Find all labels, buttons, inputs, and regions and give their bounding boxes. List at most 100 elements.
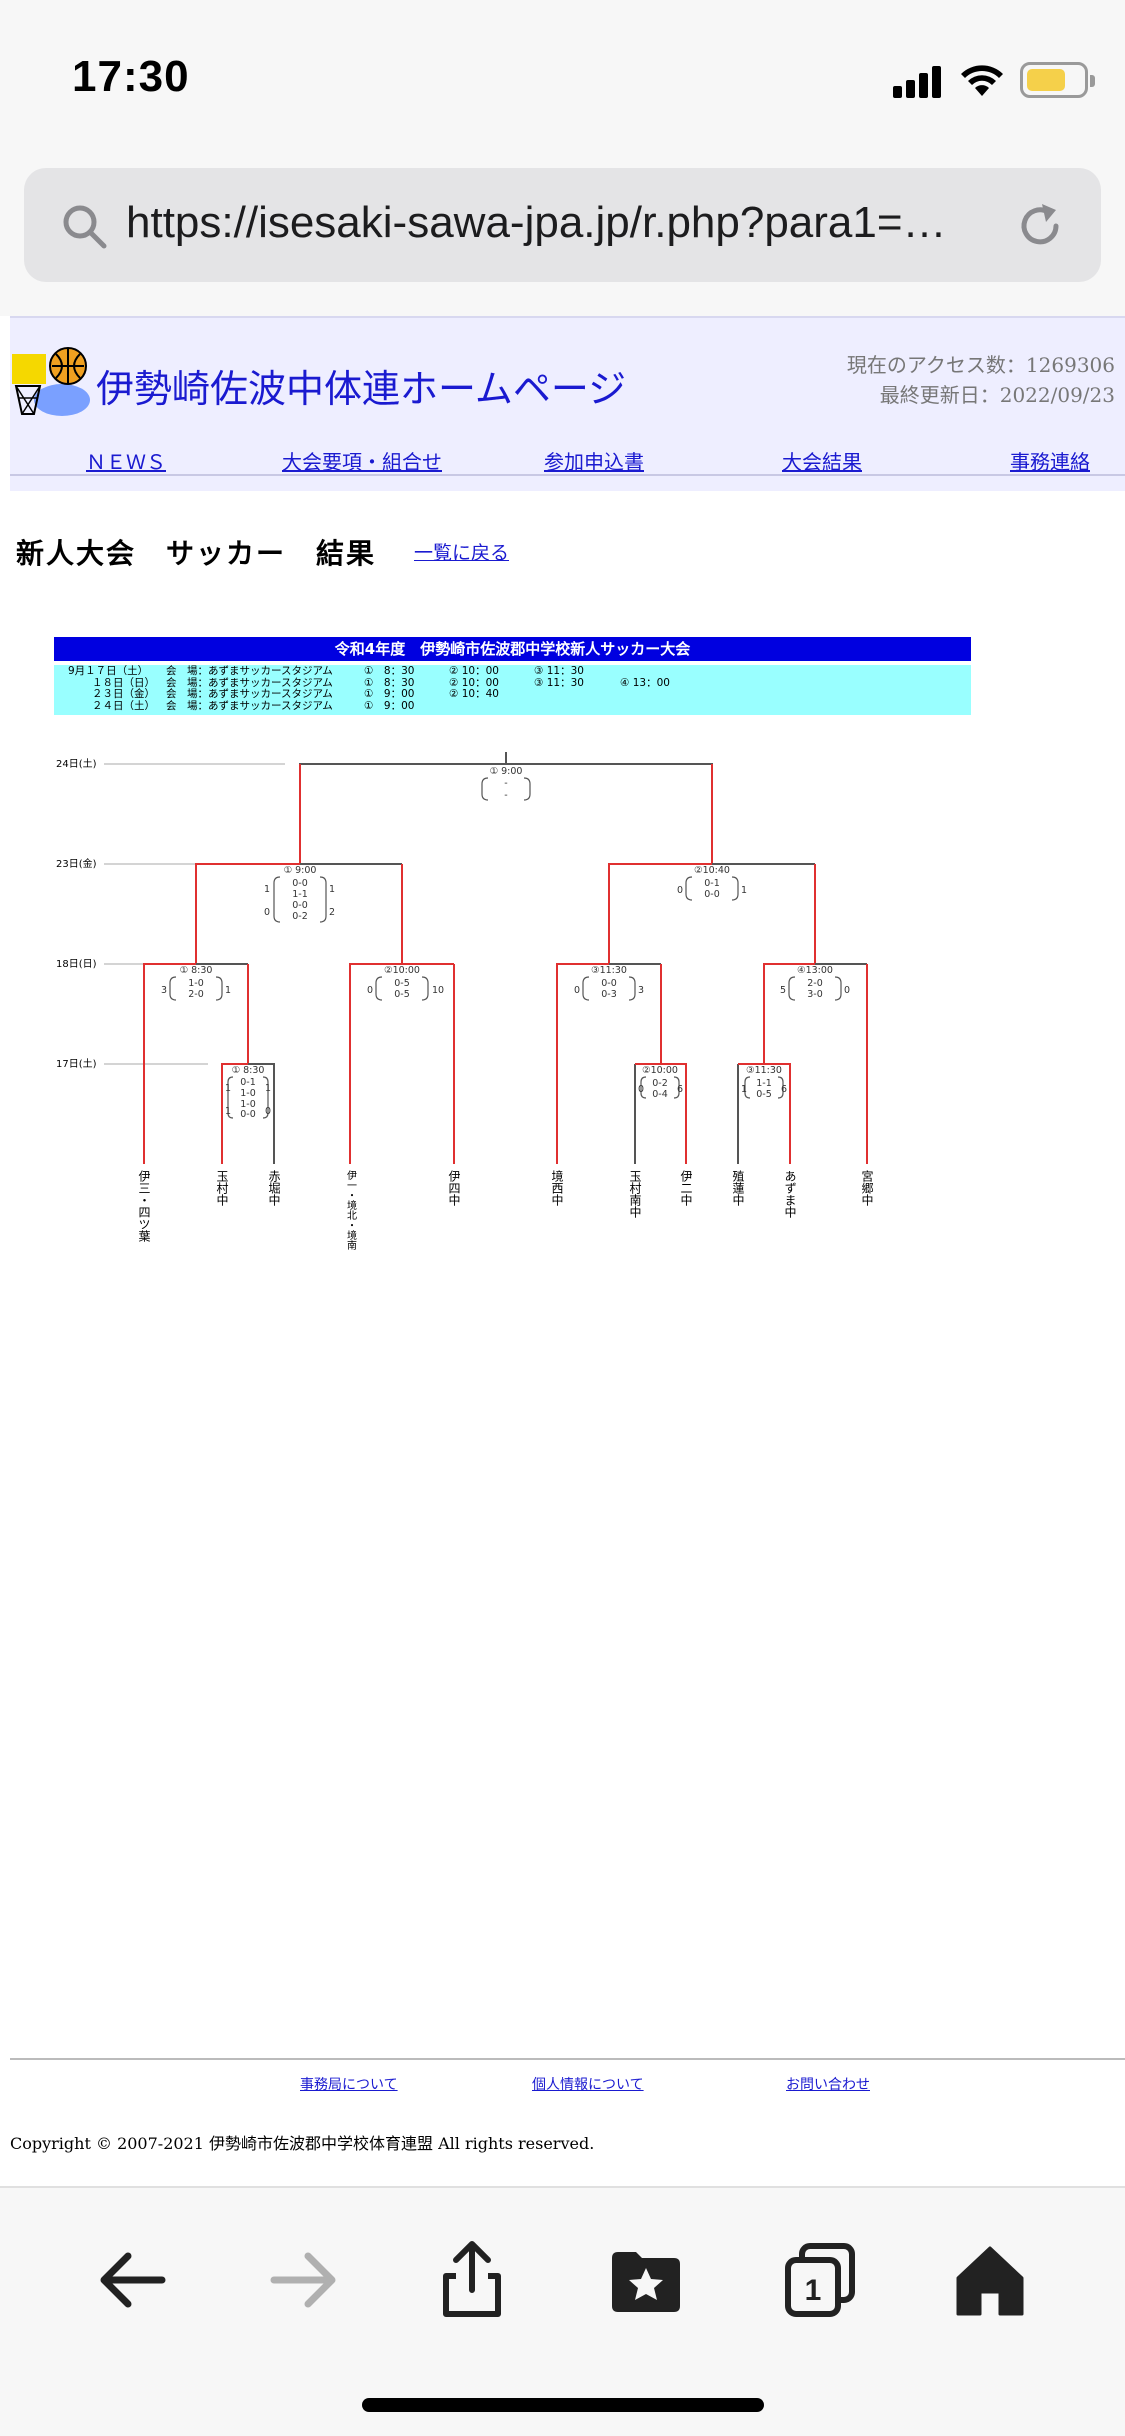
team-name: 伊一・境北・境南 (345, 1170, 357, 1250)
match-time: ②10:00 (642, 1065, 678, 1076)
match-score: 0-0 (704, 889, 720, 900)
footer-divider (10, 2058, 1125, 2060)
back-to-list-link[interactable]: 一覧に戻る (414, 542, 510, 564)
schedule-slot: ① 8：30 (364, 665, 415, 677)
schedule-row: １８日（日） 会 場：あずまサッカースタジアム ① 8：30 ② 10：00 ③… (54, 676, 971, 690)
status-time: 17:30 (72, 52, 190, 101)
match-time: ① 9:00 (490, 766, 523, 777)
match-total: 1 (741, 885, 747, 896)
match-total: 0 (265, 1106, 271, 1117)
team-name: 境西中 (550, 1169, 564, 1206)
match-score: 0-0 (601, 978, 617, 989)
schedule-slot: ③ 11：30 (534, 676, 584, 689)
round-date: 17日(土) (56, 1057, 97, 1070)
copyright: Copyright © 2007-2021 伊勢崎市佐波郡中学校体育連盟 All… (10, 2134, 595, 2153)
nav-notices[interactable]: 事務連絡 (1010, 450, 1090, 474)
match-total: 10 (432, 985, 444, 996)
match-time: ②10:00 (384, 965, 420, 976)
search-icon (63, 205, 107, 249)
match-total: 0 (264, 907, 270, 918)
match-score: 3-0 (807, 989, 823, 1000)
match-total: 1 (225, 985, 231, 996)
bookmarks-icon[interactable] (606, 2240, 686, 2320)
site-logo-icon (12, 347, 90, 416)
match-score: 0-0 (292, 900, 308, 911)
match-r1b: ②10:00 0-2 0-4 0 6 (638, 1065, 683, 1100)
schedule-venue: 会 場：あずまサッカースタジアム (166, 688, 333, 700)
status-bar: 17:30 (0, 0, 1125, 160)
home-indicator (362, 2398, 764, 2412)
match-total: 0 (574, 985, 580, 996)
team-name: あずま中 (783, 1170, 797, 1218)
schedule-row: ２３日（金） 会 場：あずまサッカースタジアム ① 9：00 ② 10：40 (54, 688, 971, 701)
footer-link-privacy[interactable]: 個人情報について (532, 2077, 644, 2093)
team-name: 宮郷中 (860, 1169, 874, 1206)
team-name: 伊三・四ツ葉 (137, 1170, 151, 1242)
url-text[interactable]: https://isesaki-sawa-jpa.jp/r.php?para1=… (126, 198, 947, 247)
site-header: 伊勢崎佐波中体連ホームページ 現在のアクセス数：1269306 最終更新日：20… (10, 316, 1125, 491)
match-time: ① 9:00 (284, 865, 317, 876)
match-total: 1 (329, 884, 335, 895)
share-icon[interactable] (432, 2240, 512, 2320)
match-semi1: ① 9:00 0-0 1-1 0-0 0-2 1 0 1 2 (264, 865, 335, 923)
round-date: 18日(日) (56, 959, 97, 970)
match-score: 1-1 (756, 1078, 772, 1089)
schedule-slot: ② 10：00 (449, 665, 499, 677)
match-score: 1-0 (240, 1099, 256, 1110)
schedule-slot: ③ 11：30 (534, 665, 584, 677)
match-qf3: ③11:30 0-0 0-3 0 3 (574, 965, 644, 1001)
team-name: 伊二中 (679, 1170, 693, 1206)
schedule-venue: 会 場：あずまサッカースタジアム (166, 676, 333, 689)
team-name: 赤堀中 (267, 1170, 281, 1206)
forward-arrow-icon[interactable] (264, 2240, 344, 2320)
footer-link-contact[interactable]: お問い合わせ (786, 2077, 870, 2093)
match-total: 5 (780, 985, 786, 996)
match-semi2: ②10:40 0-1 0-0 0 1 (677, 865, 747, 901)
team-name: 殖蓮中 (731, 1169, 745, 1206)
nav-application[interactable]: 参加申込書 (544, 450, 644, 474)
wifi-icon (961, 65, 1003, 96)
tabs-count: 1 (805, 2274, 822, 2307)
access-count: 現在のアクセス数：1269306 (846, 353, 1115, 377)
access-info: 現在のアクセス数：1269306 最終更新日：2022/09/23 (847, 350, 1115, 410)
round-date-labels: 24日(土) 23日(金) 18日(日) 17日(土) (56, 757, 285, 1070)
match-r1c: ③11:30 1-1 0-5 1 6 (741, 1065, 787, 1100)
match-score: 0-4 (652, 1089, 668, 1100)
site-title[interactable]: 伊勢崎佐波中体連ホームページ (96, 367, 627, 411)
schedule-slot: ④ 13：00 (620, 676, 670, 689)
match-score: 1-1 (292, 889, 308, 900)
schedule-slot: ① 8：30 (364, 676, 415, 689)
match-qf4: ④13:00 2-0 3-0 5 0 (780, 965, 850, 1001)
round-date: 23日(金) (56, 857, 97, 870)
match-score: 0-5 (756, 1089, 772, 1100)
schedule-venue: 会 場：あずまサッカースタジアム (166, 665, 333, 677)
nav-results[interactable]: 大会結果 (782, 450, 862, 474)
page-title: 新人大会 サッカー 結果 (16, 537, 377, 570)
nav-news[interactable]: ＮＥＷＳ (86, 450, 166, 474)
tabs-icon[interactable]: 1 (780, 2240, 860, 2320)
match-score: 0-2 (292, 911, 308, 922)
reload-icon[interactable] (1014, 200, 1066, 252)
footer-link-office[interactable]: 事務局について (300, 2077, 398, 2093)
site-nav: ＮＥＷＳ 大会要項・組合せ 参加申込書 大会結果 事務連絡 (10, 446, 1125, 476)
match-time: ④13:00 (797, 965, 833, 976)
match-score: 1-0 (240, 1088, 256, 1099)
team-name: 伊四中 (447, 1170, 461, 1206)
match-qf1: ① 8:30 1-0 2-0 3 1 (161, 965, 231, 1001)
match-total: 2 (329, 907, 335, 918)
match-total: 0 (844, 985, 850, 996)
match-time: ① 8:30 (232, 1065, 265, 1076)
match-score: 0-1 (704, 878, 720, 889)
tournament-title: 令和4年度 伊勢崎市佐波郡中学校新人サッカー大会 (54, 637, 971, 661)
match-score: - (504, 790, 507, 801)
schedule-date: ２３日（金） (92, 688, 155, 700)
match-total: 1 (265, 1083, 271, 1094)
match-score: 0-0 (292, 878, 308, 889)
back-arrow-icon[interactable] (92, 2240, 172, 2320)
home-icon[interactable] (950, 2240, 1030, 2320)
schedule-slot: ① 9：00 (364, 699, 415, 712)
nav-guidelines[interactable]: 大会要項・組合せ (282, 450, 442, 474)
match-total: 1 (225, 1106, 231, 1117)
schedule-row: 9月１７日（土） 会 場：あずまサッカースタジアム ① 8：30 ② 10：00… (54, 665, 971, 678)
address-bar[interactable]: https://isesaki-sawa-jpa.jp/r.php?para1=… (24, 168, 1101, 282)
